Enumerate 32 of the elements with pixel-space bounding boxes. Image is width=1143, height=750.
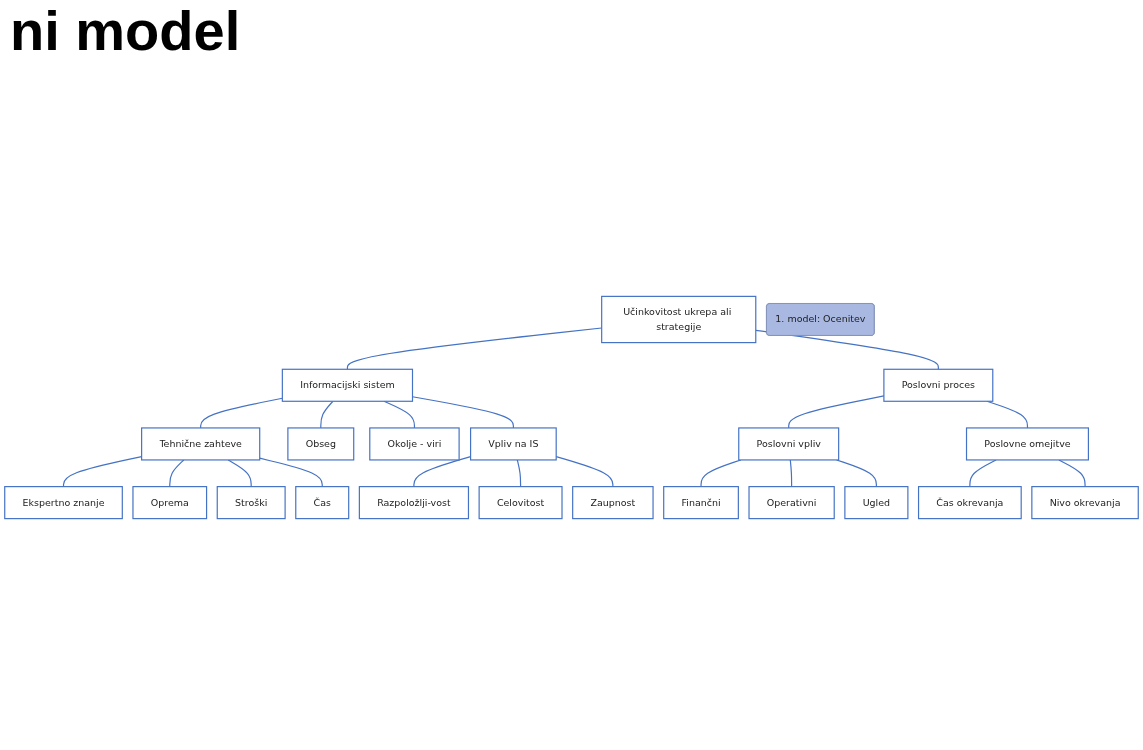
connector — [227, 459, 252, 488]
node-box: Oprema — [132, 486, 208, 520]
title: ni model — [10, 0, 241, 62]
connector — [789, 459, 793, 488]
node-box: Vpliv na IS — [470, 427, 557, 461]
connector — [320, 400, 334, 429]
connector — [259, 457, 323, 488]
node-box: Čas okrevanja — [917, 486, 1022, 520]
connector — [383, 400, 416, 429]
node-box: Ekspertno znanje — [4, 486, 123, 520]
node-box: Celovitost — [478, 486, 563, 520]
node-box: Obseg — [287, 427, 355, 461]
node-box: Poslovni proces — [883, 368, 994, 402]
node-box: Finančni — [663, 486, 739, 520]
node-box: Tehnične zahteve — [141, 427, 261, 461]
node-box: Okolje - viri — [369, 427, 460, 461]
node-box: Informacijski sistem — [281, 368, 414, 402]
node-box: Poslovni vpliv — [738, 427, 840, 461]
node-box: Zaupnost — [572, 486, 654, 520]
node-box: Čas — [295, 486, 350, 520]
node-box: Ugled — [844, 486, 909, 520]
node-box: Razpoložlji-vost — [358, 486, 470, 520]
connector — [169, 459, 185, 488]
node-box: Stroški — [216, 486, 286, 520]
node-box: Nivo okrevanja — [1031, 486, 1139, 520]
connector — [516, 459, 522, 488]
connector — [969, 459, 997, 488]
node-box: Operativni — [748, 486, 835, 520]
node-box: Učinkovitost ukrepa ali strategije — [601, 295, 757, 344]
node-box: Poslovne omejitve — [965, 427, 1089, 461]
connector — [200, 397, 283, 429]
connector — [1058, 459, 1086, 488]
